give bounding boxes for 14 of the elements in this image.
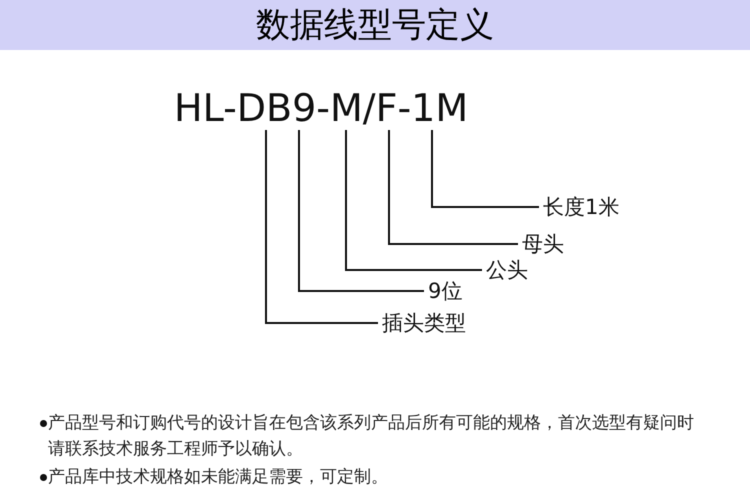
- part-label: 长度1米: [543, 194, 620, 220]
- title: 数据线型号定义: [256, 4, 494, 46]
- leader-line: [265, 130, 378, 324]
- part-label: 9位: [428, 278, 462, 304]
- leader-line: [298, 130, 424, 292]
- leader-line: [388, 130, 518, 245]
- part-label: 公头: [486, 257, 528, 283]
- note-text: 产品型号和订购代号的设计旨在包含该系列产品后所有可能的规格，首次选型有疑问时请联系技术服务工程师予以确认。: [48, 412, 695, 461]
- leader-line: [431, 130, 539, 208]
- model-code: HL-DB9-M/F-1M: [174, 86, 468, 130]
- note-text: 产品库中技术规格如未能满足需要，可定制。: [48, 466, 389, 489]
- leader-line: [345, 130, 482, 271]
- part-label: 母头: [522, 231, 564, 257]
- part-label: 插头类型: [382, 310, 466, 336]
